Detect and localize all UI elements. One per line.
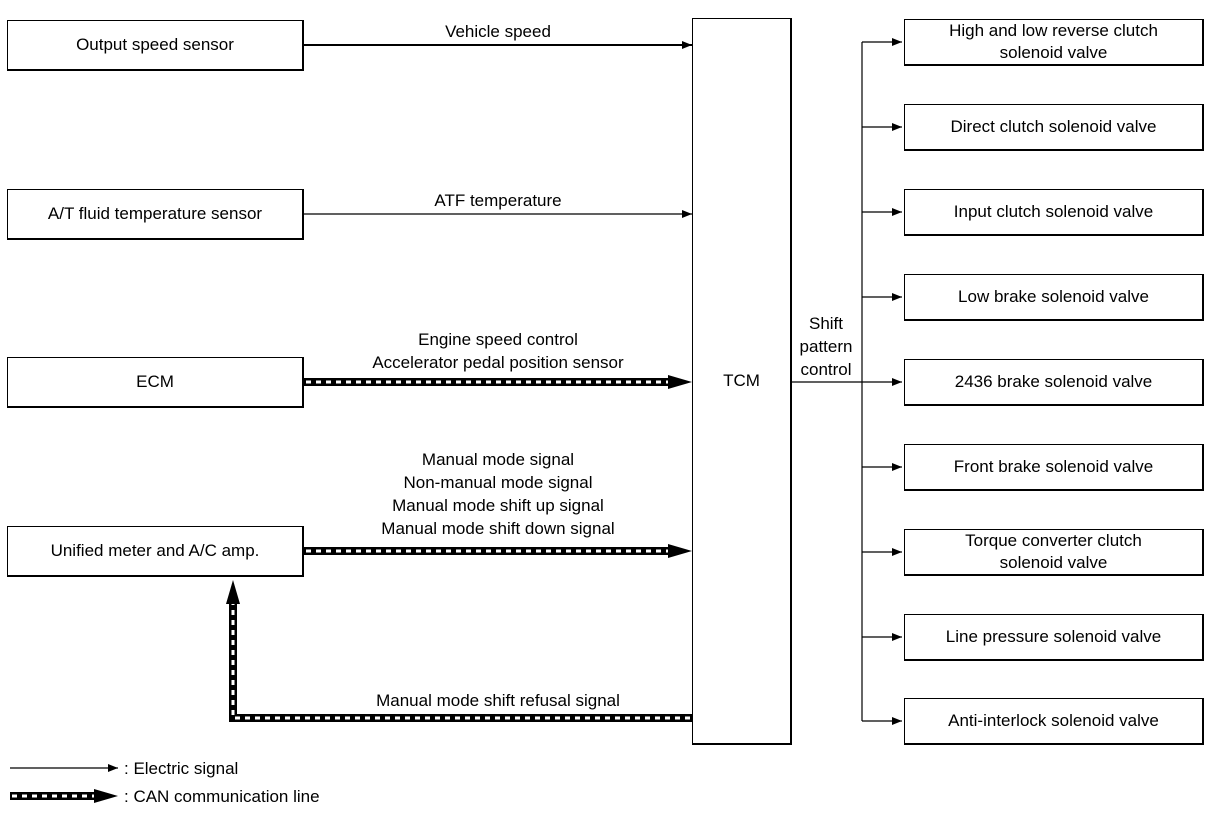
meter-signal-line: Non-manual mode signal (403, 473, 593, 492)
solenoid-valve-label: Input clutch solenoid valve (953, 202, 1154, 221)
vehicle-speed-label: Vehicle speed (445, 22, 551, 41)
solenoid-valve-box: Low brake solenoid valve (904, 274, 1204, 321)
ecm-label: ECM (136, 372, 174, 391)
solenoid-valve-box: Torque converter clutch solenoid valve (904, 529, 1204, 576)
solenoid-valve-label: Anti-interlock solenoid valve (948, 711, 1159, 730)
solenoid-valve-box: High and low reverse clutch solenoid valv… (904, 19, 1204, 66)
tcm-box: TCM (692, 18, 792, 745)
shift-pattern-line: Shift (808, 314, 844, 333)
output-speed-sensor-label: Output speed sensor (76, 35, 234, 54)
shift-pattern-label: Shift pattern control (800, 312, 853, 381)
solenoid-valve-box: Input clutch solenoid valve (904, 189, 1204, 236)
tcm-label: TCM (723, 371, 760, 390)
solenoid-valve-box: Front brake solenoid valve (904, 444, 1204, 491)
solenoid-valve-box: Anti-interlock solenoid valve (904, 698, 1204, 745)
meter-signal-line: Manual mode shift up signal (392, 496, 604, 515)
atf-sensor-label: A/T fluid temperature sensor (47, 204, 263, 223)
unified-meter-box: Unified meter and A/C amp. (7, 526, 304, 577)
solenoid-valve-label: Direct clutch solenoid valve (950, 117, 1157, 136)
legend-can-symbol (10, 789, 118, 803)
legend-can-label: : CAN communication line (124, 787, 320, 806)
ecm-can-line (304, 375, 692, 389)
solenoid-valve-label: 2436 brake solenoid valve (954, 372, 1153, 391)
meter-can-line (304, 544, 692, 558)
solenoid-valve-box: Line pressure solenoid valve (904, 614, 1204, 661)
atf-temperature-label: ATF temperature (434, 191, 562, 210)
solenoid-valve-label: Torque converter clutch (965, 531, 1142, 550)
solenoid-valve-label: solenoid valve (999, 43, 1108, 62)
refusal-signal-label: Manual mode shift refusal signal (376, 691, 620, 710)
meter-signal-line: Manual mode shift down signal (381, 519, 615, 538)
solenoid-valve-label: Front brake solenoid valve (953, 457, 1154, 476)
output-arrows (862, 38, 902, 725)
legend-electric-label: : Electric signal (124, 759, 239, 778)
solenoid-valve-label: solenoid valve (999, 553, 1108, 572)
solenoid-valve-label: Line pressure solenoid valve (945, 627, 1162, 646)
ecm-signal-line: Engine speed control (418, 330, 578, 349)
ecm-signal-line: Accelerator pedal position sensor (372, 353, 624, 372)
solenoid-valve-box: Direct clutch solenoid valve (904, 104, 1204, 151)
unified-meter-label: Unified meter and A/C amp. (50, 541, 260, 560)
solenoid-valve-box: 2436 brake solenoid valve (904, 359, 1204, 406)
shift-pattern-line: pattern (799, 337, 853, 356)
refusal-can-line (226, 580, 692, 722)
ecm-box: ECM (7, 357, 304, 408)
ecm-signal-label: Engine speed control Accelerator pedal p… (372, 328, 623, 374)
shift-pattern-line: control (800, 360, 852, 379)
meter-signal-line: Manual mode signal (421, 450, 575, 469)
meter-signal-label: Manual mode signal Non-manual mode signa… (381, 448, 614, 540)
solenoid-valve-label: Low brake solenoid valve (958, 287, 1149, 306)
output-speed-sensor-box: Output speed sensor (7, 20, 304, 71)
solenoid-valve-label: High and low reverse clutch (949, 21, 1158, 40)
atf-sensor-box: A/T fluid temperature sensor (7, 189, 304, 240)
